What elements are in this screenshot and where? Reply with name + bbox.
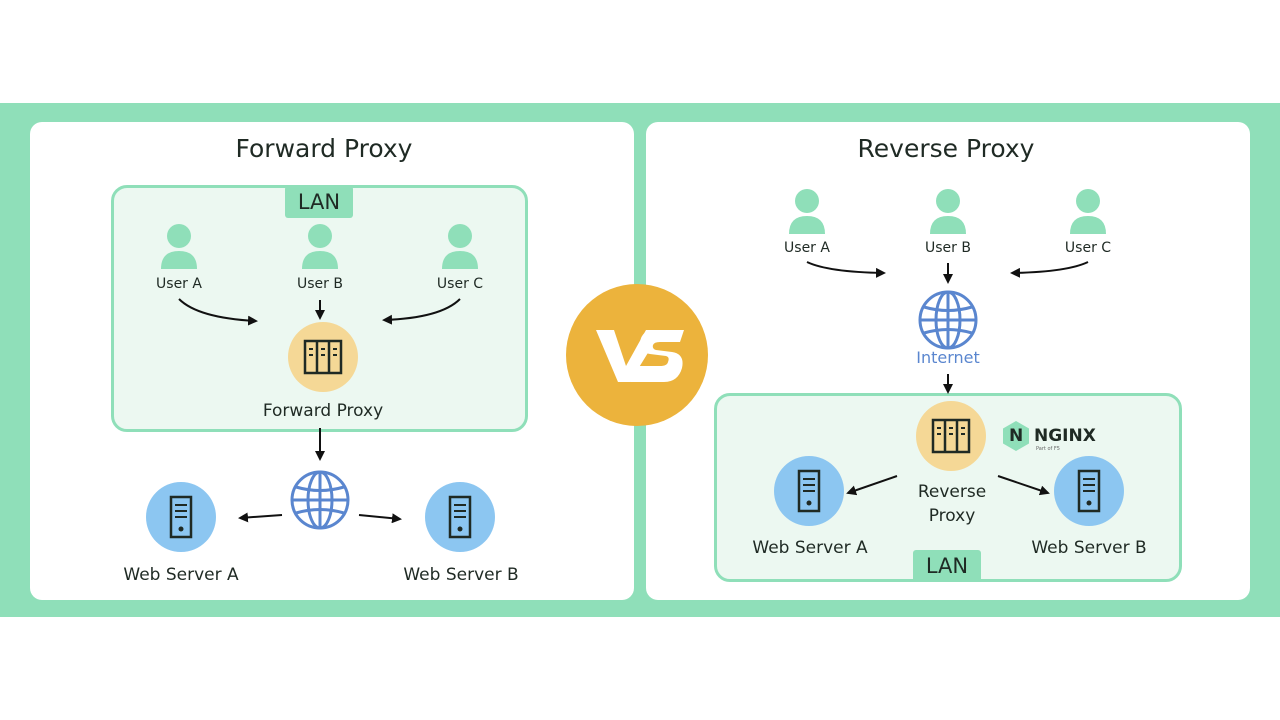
web-server-icon	[1054, 456, 1124, 526]
forward-server-a-label: Web Server A	[123, 565, 239, 585]
user-icon	[442, 224, 478, 269]
vs-letters	[596, 330, 684, 382]
reverse-user-c-label: User C	[1064, 240, 1112, 256]
reverse-server-b-label: Web Server B	[1031, 538, 1147, 558]
forward-proxy-label: Forward Proxy	[262, 401, 384, 421]
user-icon	[161, 224, 197, 269]
arrow-user-c-to-internet	[1010, 261, 1089, 278]
arrow-user-c-to-forward-proxy	[382, 298, 461, 325]
reverse-proxy-label-line2: Proxy	[928, 506, 976, 526]
web-server-icon	[774, 456, 844, 526]
web-server-icon	[425, 482, 495, 552]
nginx-logo-letter: N	[1009, 426, 1024, 446]
nginx-logo-subtext: Part of F5	[1036, 446, 1060, 452]
reverse-proxy-label-line1: Reverse	[917, 482, 987, 502]
arrow-user-a-to-forward-proxy	[178, 298, 258, 326]
forward-lan-tag: LAN	[285, 186, 353, 218]
reverse-proxy-title: Reverse Proxy	[857, 134, 1035, 163]
arrow-internet-to-server-b	[358, 513, 402, 524]
forward-user-b-label: User B	[297, 276, 343, 292]
proxy-server-icon	[916, 401, 986, 471]
user-icon	[1070, 189, 1106, 234]
arrow-reverse-proxy-to-server-b	[997, 475, 1050, 496]
user-icon	[930, 189, 966, 234]
web-server-icon	[146, 482, 216, 552]
arrow-user-a-to-internet	[806, 261, 886, 278]
reverse-user-b-label: User B	[925, 240, 971, 256]
forward-server-b-label: Web Server B	[403, 565, 519, 585]
internet-label: Internet	[916, 348, 980, 367]
user-icon	[789, 189, 825, 234]
reverse-user-a-label: User A	[784, 240, 830, 256]
user-icon	[302, 224, 338, 269]
nginx-logo-text: NGINX	[1034, 426, 1096, 446]
forward-user-a-label: User A	[156, 276, 202, 292]
reverse-server-a-label: Web Server A	[752, 538, 868, 558]
nginx-logo	[1003, 421, 1029, 451]
globe-icon	[918, 290, 978, 350]
arrow-internet-to-server-a	[238, 512, 283, 523]
forward-user-c-label: User C	[436, 276, 484, 292]
globe-icon	[290, 470, 350, 530]
reverse-lan-tag: LAN	[913, 550, 981, 582]
proxy-server-icon	[288, 322, 358, 392]
forward-proxy-title: Forward Proxy	[235, 134, 413, 163]
arrow-reverse-proxy-to-server-a	[846, 475, 898, 496]
